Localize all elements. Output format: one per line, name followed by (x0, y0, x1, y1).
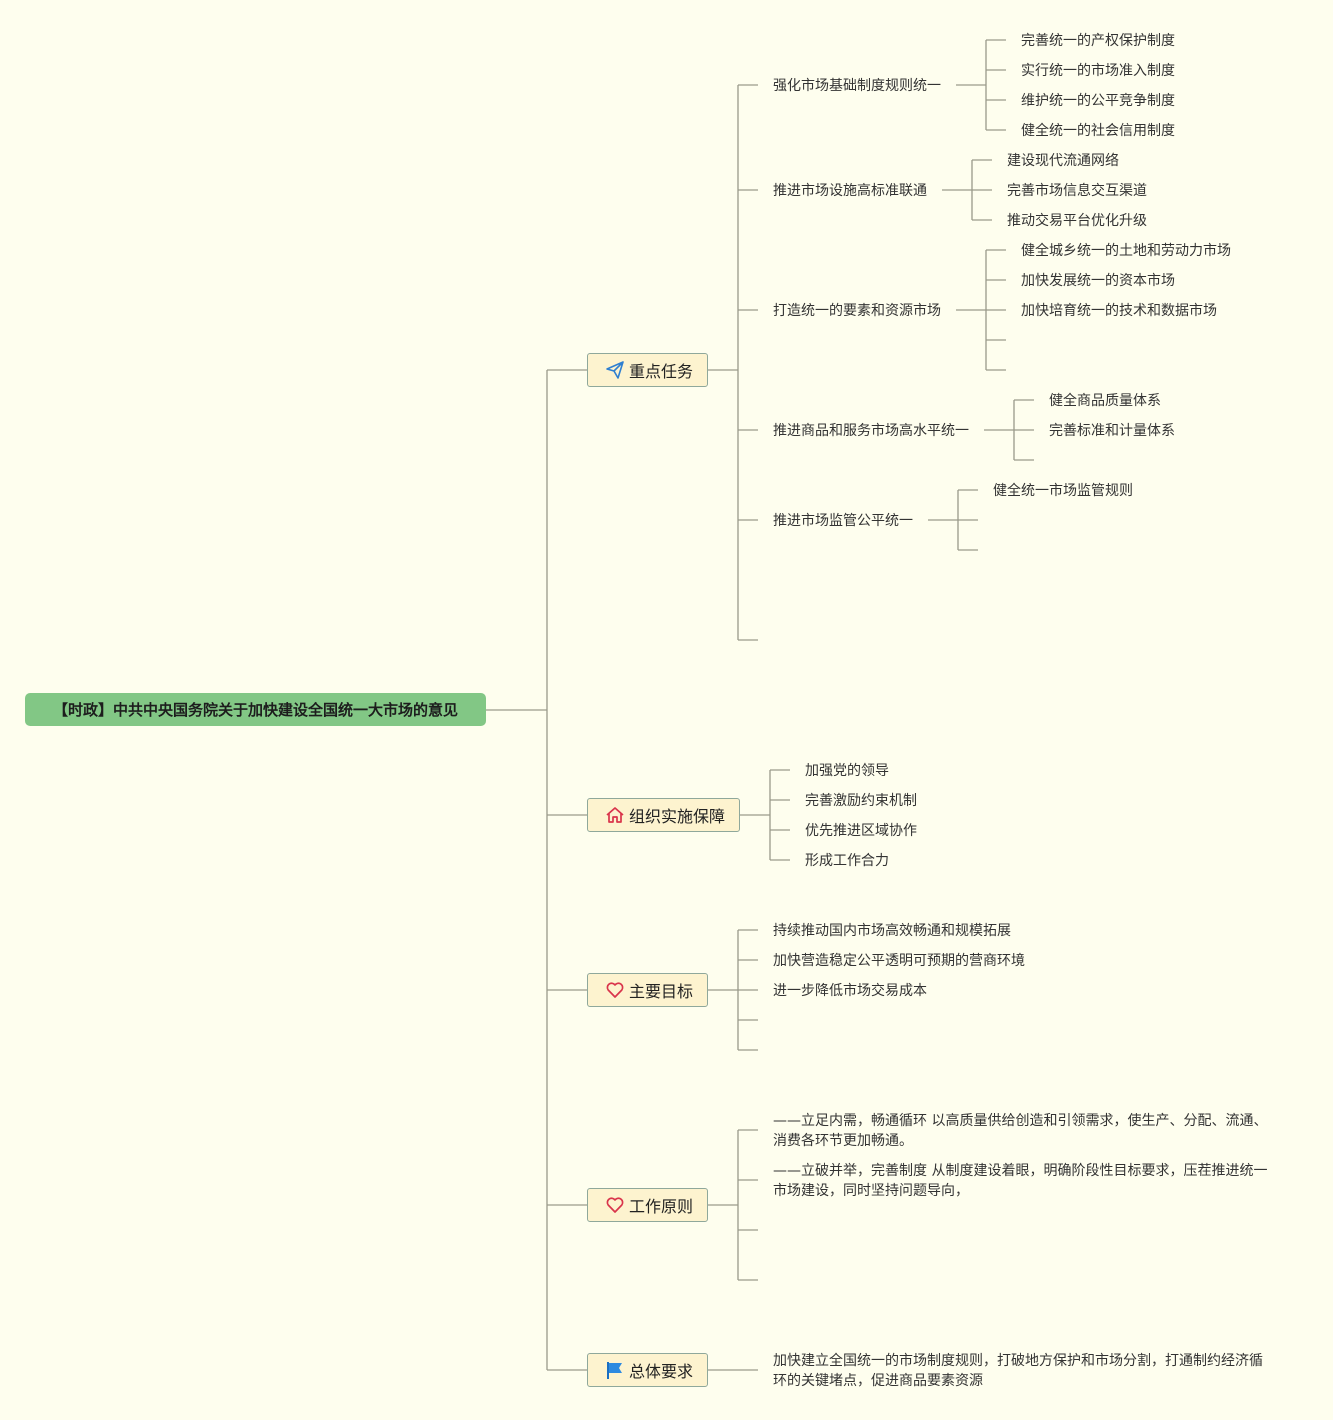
leaf-topic[interactable]: 完善统一的产权保护制度 (1021, 33, 1175, 49)
leaf-topic[interactable]: 推动交易平台优化升级 (1007, 213, 1147, 229)
subtopic-factor-markets[interactable]: 打造统一的要素和资源市场 (773, 303, 941, 319)
flag-icon (604, 1359, 626, 1381)
leaf-topic[interactable]: 加快发展统一的资本市场 (1021, 273, 1175, 289)
subtopic-goods-services[interactable]: 推进商品和服务市场高水平统一 (773, 423, 969, 439)
home-icon (604, 804, 626, 826)
root-topic[interactable]: 【时政】中共中央国务院关于加快建设全国统一大市场的意见 (25, 693, 486, 726)
leaf-topic[interactable]: 加快培育统一的技术和数据市场 (1021, 303, 1217, 319)
category-key-tasks[interactable]: 重点任务 (587, 353, 708, 387)
leaf-topic[interactable]: 健全统一市场监管规则 (993, 483, 1133, 499)
leaf-topic[interactable]: ——立足内需，畅通循环 以高质量供给创造和引领需求，使生产、分配、流通、消费各环… (773, 1113, 1268, 1149)
leaf-topic[interactable]: 完善激励约束机制 (805, 793, 917, 809)
leaf-topic[interactable]: 健全城乡统一的土地和劳动力市场 (1021, 243, 1231, 259)
paper-plane-icon (604, 359, 626, 381)
subtopic-market-supervision[interactable]: 推进市场监管公平统一 (773, 513, 913, 529)
leaf-topic[interactable]: 加强党的领导 (805, 763, 889, 779)
category-working-principles[interactable]: 工作原则 (587, 1188, 708, 1222)
leaf-topic[interactable]: 健全统一的社会信用制度 (1021, 123, 1175, 139)
leaf-topic[interactable]: 加快营造稳定公平透明可预期的营商环境 (773, 953, 1025, 969)
leaf-topic[interactable]: 进一步降低市场交易成本 (773, 983, 927, 999)
leaf-topic[interactable]: 持续推动国内市场高效畅通和规模拓展 (773, 923, 1011, 939)
subtopic-market-rules[interactable]: 强化市场基础制度规则统一 (773, 78, 941, 94)
leaf-topic[interactable]: 维护统一的公平竞争制度 (1021, 93, 1175, 109)
leaf-topic[interactable]: 完善市场信息交互渠道 (1007, 183, 1147, 199)
leaf-topic[interactable]: 健全商品质量体系 (1049, 393, 1161, 409)
category-organization-guarantee[interactable]: 组织实施保障 (587, 798, 740, 832)
category-main-goals[interactable]: 主要目标 (587, 973, 708, 1007)
leaf-topic[interactable]: 优先推进区域协作 (805, 823, 917, 839)
leaf-topic[interactable]: 完善标准和计量体系 (1049, 423, 1175, 439)
leaf-topic[interactable]: 加快建立全国统一的市场制度规则，打破地方保护和市场分割，打通制约经济循环的关键堵… (773, 1353, 1263, 1389)
subtopic-market-facilities[interactable]: 推进市场设施高标准联通 (773, 183, 927, 199)
category-general-requirements[interactable]: 总体要求 (587, 1353, 708, 1387)
leaf-topic[interactable]: 建设现代流通网络 (1007, 153, 1119, 169)
leaf-topic[interactable]: 实行统一的市场准入制度 (1021, 63, 1175, 79)
heart-icon (604, 979, 626, 1001)
leaf-topic[interactable]: ——立破并举，完善制度 从制度建设着眼，明确阶段性目标要求，压茬推进统一市场建设… (773, 1163, 1268, 1199)
heart-icon (604, 1194, 626, 1216)
leaf-topic[interactable]: 形成工作合力 (805, 853, 889, 869)
